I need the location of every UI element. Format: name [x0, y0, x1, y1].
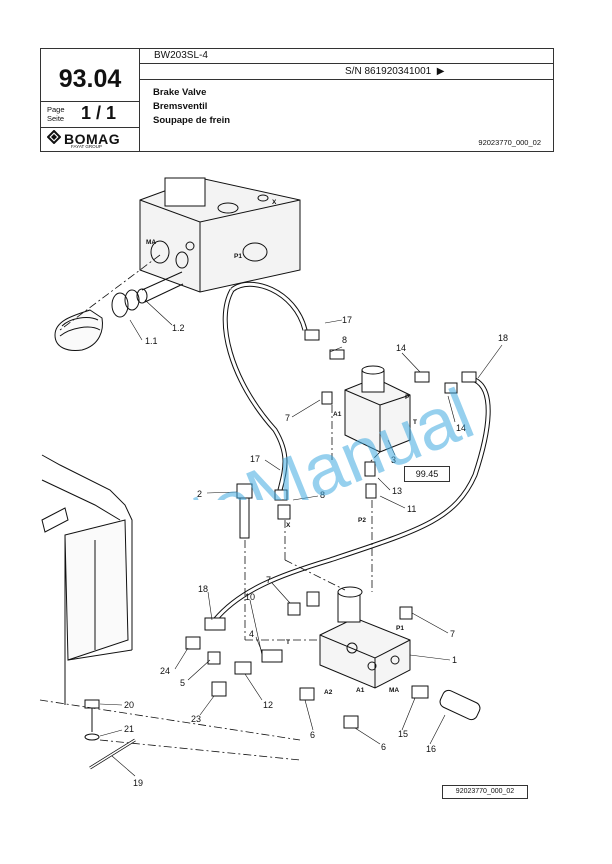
callout-24: 24: [160, 666, 170, 676]
upper-valve-body: [344, 365, 411, 453]
bomag-logo-icon: [47, 130, 61, 144]
header-row-serial: [139, 63, 553, 80]
serial-text: S/N 861920341001: [345, 66, 432, 77]
callout-8b: 8: [320, 490, 325, 500]
divider: [41, 127, 139, 128]
callout-7c: 7: [450, 629, 455, 639]
callout-19: 19: [133, 778, 143, 788]
model-name: BW203SL-4: [154, 50, 208, 61]
master-brake-valve-block: [139, 177, 301, 293]
callout-1-1: 1.1: [145, 336, 158, 346]
callout-15: 15: [398, 729, 408, 739]
port-a2: A2: [324, 689, 333, 696]
callout-5: 5: [180, 678, 185, 688]
callout-10: 10: [245, 592, 255, 602]
callout-18a: 18: [498, 333, 508, 343]
cross-reference-box[interactable]: 99.45: [404, 466, 450, 482]
callout-11: 11: [407, 504, 416, 514]
serial-number: S/N 861920341001 ▶: [345, 66, 444, 77]
header-left-panel: 93.04 Page Seite 1 / 1 BOMAG FAYAT GROUP: [41, 49, 140, 151]
bellows-and-rings: [54, 271, 184, 351]
title-fr: Soupape de frein: [153, 115, 231, 126]
port-a1-upper: A1: [333, 411, 342, 418]
port-p2-lower: P2: [358, 517, 366, 524]
title-de: Bremsventil: [153, 101, 208, 112]
page-label-en: Page: [47, 105, 65, 114]
serial-arrow-icon: ▶: [436, 66, 445, 77]
callouts: 1.1 1.2 17 8 14 18 14 7 3 17 13 11 8 2 1…: [124, 315, 508, 788]
title-en: Brake Valve: [153, 87, 207, 98]
port-x-top: X: [272, 199, 277, 206]
lower-brake-valve: [319, 586, 411, 689]
port-labels: MA P1 X A1 P T X P2 T P1 A2 A1 MA: [146, 199, 417, 696]
callout-14b: 14: [456, 423, 466, 433]
callout-2: 2: [197, 489, 202, 499]
callout-20: 20: [124, 700, 134, 710]
page-label-de: Seite: [47, 114, 65, 123]
port-p1-lower: P1: [396, 625, 404, 632]
callout-12: 12: [263, 700, 273, 710]
drawing-number: 92023770_000_02: [478, 138, 541, 147]
callout-17a: 17: [342, 315, 352, 325]
callout-23: 23: [191, 714, 201, 724]
logo-text: BOMAG: [64, 131, 121, 147]
port-p-upper: P: [405, 394, 410, 401]
callout-16: 16: [426, 744, 436, 754]
callout-6a: 6: [310, 730, 315, 740]
divider: [41, 101, 139, 102]
header-row-model: [139, 49, 553, 64]
callout-18b: 18: [198, 584, 208, 594]
callout-7a: 7: [285, 413, 290, 423]
drawing-ref-box: 92023770_000_02: [442, 785, 528, 799]
callout-7b: 7: [266, 575, 271, 585]
callout-13: 13: [392, 486, 402, 496]
callout-21: 21: [124, 724, 134, 734]
callout-17b: 17: [250, 454, 260, 464]
logo-subtext: FAYAT GROUP: [71, 144, 102, 149]
port-ma-lower: MA: [389, 687, 399, 694]
callout-3: 3: [391, 455, 396, 465]
port-p1-top: P1: [234, 253, 242, 260]
header-block: 93.04 Page Seite 1 / 1 BOMAG FAYAT GROUP…: [40, 48, 554, 152]
callout-14a: 14: [396, 343, 406, 353]
page-value: 1 / 1: [81, 103, 117, 123]
callout-4: 4: [249, 629, 254, 639]
callout-6b: 6: [381, 742, 386, 752]
fittings-upper: [236, 329, 477, 539]
section-number: 93.04: [58, 65, 122, 93]
port-a1-lower: A1: [356, 687, 365, 694]
port-t-lower: T: [286, 639, 290, 646]
bolt-washer-pin: [84, 699, 136, 770]
callout-8a: 8: [342, 335, 347, 345]
port-ma-top: MA: [146, 239, 156, 246]
fittings-lower: [185, 591, 481, 729]
leader-lines: [99, 299, 503, 777]
callout-1-2: 1.2: [172, 323, 185, 333]
machine-frame: [41, 454, 133, 705]
port-t-upper: T: [413, 419, 417, 426]
callout-1: 1: [452, 655, 457, 665]
port-x-lower: X: [286, 522, 291, 529]
